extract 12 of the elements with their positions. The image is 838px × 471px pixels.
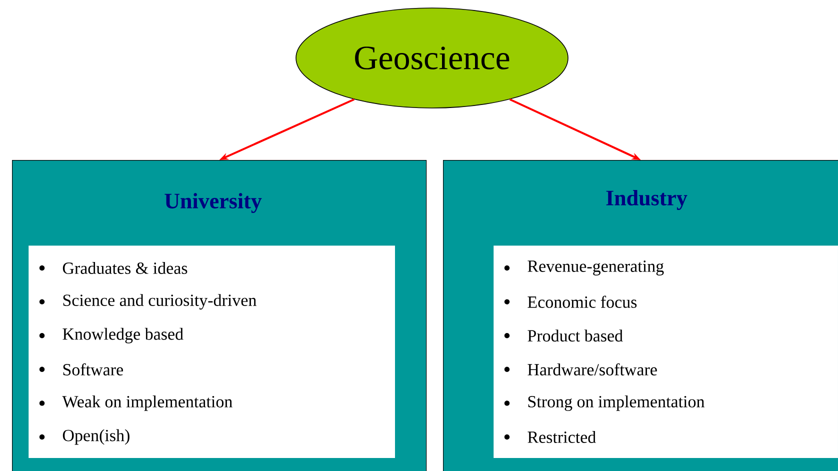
list-item: Knowledge based — [62, 328, 184, 344]
list-item: Restricted — [528, 431, 596, 443]
list-item: Software — [63, 363, 123, 376]
list-item: Product based — [528, 330, 623, 342]
list-item: Graduates & ideas — [62, 262, 188, 274]
list-item: Science and curiosity-driven — [63, 294, 256, 310]
list-item: Economic focus — [528, 296, 637, 308]
list-item: Revenue-generating — [528, 260, 664, 276]
list-item: Hardware/software — [528, 363, 657, 376]
list-item: Open(ish) — [62, 429, 130, 445]
list-item: Weak on implementation — [62, 395, 232, 411]
list-item: Strong on implementation — [528, 395, 704, 411]
